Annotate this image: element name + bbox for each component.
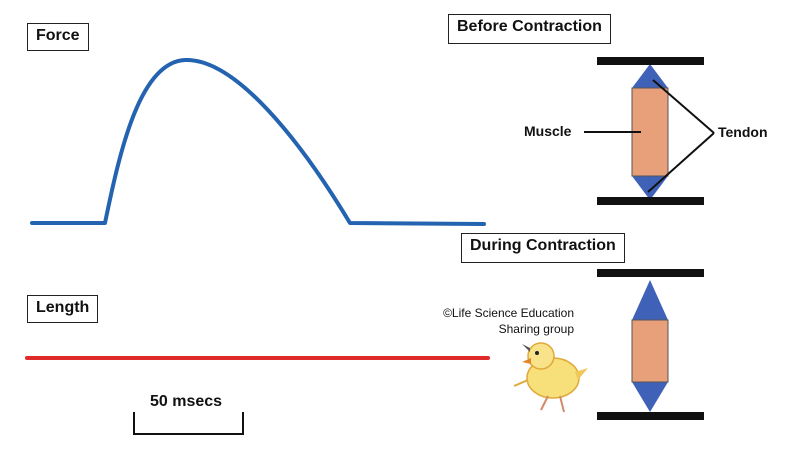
top-plate — [597, 57, 704, 65]
force-trace — [30, 57, 486, 226]
tendon-pointer-lower — [647, 132, 715, 193]
upper-tendon-stretched — [632, 280, 668, 320]
tendon-label: Tendon — [718, 124, 768, 140]
muscle-label: Muscle — [524, 123, 572, 139]
scale-bar — [133, 412, 244, 435]
chick-icon — [513, 342, 588, 413]
muscle-contracted — [631, 319, 669, 383]
force-label: Force — [27, 23, 89, 51]
tendon-pointer-upper — [652, 79, 715, 134]
top-plate — [597, 269, 704, 277]
before-contraction-title: Before Contraction — [448, 14, 611, 44]
during-contraction-diagram — [597, 269, 704, 420]
length-label: Length — [27, 295, 99, 323]
lower-tendon-stretched — [632, 382, 668, 412]
upper-tendon — [632, 64, 668, 88]
credit-line-1: ©Life Science Education — [443, 306, 574, 320]
bottom-plate — [597, 412, 704, 420]
credit-text: ©Life Science Education Sharing group — [438, 305, 574, 337]
credit-line-2: Sharing group — [498, 322, 574, 336]
scale-label: 50 msecs — [150, 393, 223, 410]
before-contraction-diagram — [584, 57, 715, 205]
during-contraction-title: During Contraction — [461, 233, 625, 263]
bottom-plate — [597, 197, 704, 205]
